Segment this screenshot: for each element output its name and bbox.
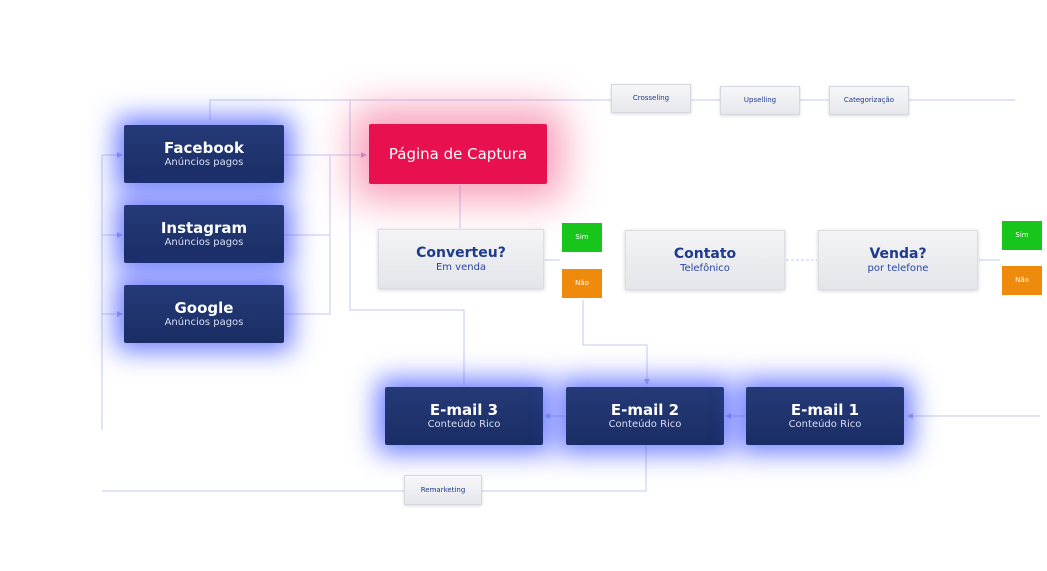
capture-page-node[interactable]: Página de Captura	[369, 124, 547, 184]
converted-node[interactable]: Converteu? Em venda	[378, 229, 544, 289]
crosselling-label: Crosseling	[632, 94, 670, 102]
converted-no-label: Não	[575, 279, 589, 287]
instagram-title: Instagram	[160, 218, 248, 237]
sale-no-badge[interactable]: Não	[1002, 266, 1042, 295]
email1-title: E-mail 1	[790, 400, 860, 419]
converted-no-badge[interactable]: Não	[562, 269, 602, 298]
contact-subtitle: Telefônico	[680, 262, 730, 274]
sale-yes-badge[interactable]: Sim	[1002, 221, 1042, 250]
sale-yes-label: Sim	[1015, 231, 1029, 239]
email3-subtitle: Conteúdo Rico	[427, 418, 501, 430]
google-node[interactable]: Google Anúncios pagos	[124, 285, 284, 343]
instagram-subtitle: Anúncios pagos	[164, 236, 244, 248]
upselling-tag[interactable]: Upselling	[720, 86, 800, 115]
google-subtitle: Anúncios pagos	[164, 316, 244, 328]
email1-subtitle: Conteúdo Rico	[788, 418, 862, 430]
contact-title: Contato	[673, 245, 737, 262]
facebook-node[interactable]: Facebook Anúncios pagos	[124, 125, 284, 183]
sale-title: Venda?	[869, 245, 927, 262]
email1-node[interactable]: E-mail 1 Conteúdo Rico	[746, 387, 904, 445]
email2-node[interactable]: E-mail 2 Conteúdo Rico	[566, 387, 724, 445]
converted-title: Converteu?	[416, 244, 506, 261]
sale-subtitle: por telefone	[867, 262, 929, 274]
capture-page-title: Página de Captura	[388, 145, 528, 163]
google-title: Google	[174, 298, 234, 317]
upselling-label: Upselling	[743, 96, 777, 104]
categorization-tag[interactable]: Categorização	[829, 86, 909, 115]
categorization-label: Categorização	[843, 96, 895, 104]
sale-node[interactable]: Venda? por telefone	[818, 230, 978, 290]
email3-node[interactable]: E-mail 3 Conteúdo Rico	[385, 387, 543, 445]
remarketing-tag[interactable]: Remarketing	[404, 475, 482, 505]
email2-title: E-mail 2	[610, 400, 680, 419]
converted-yes-badge[interactable]: Sim	[562, 223, 602, 252]
instagram-node[interactable]: Instagram Anúncios pagos	[124, 205, 284, 263]
sale-no-label: Não	[1015, 276, 1029, 284]
remarketing-label: Remarketing	[420, 485, 466, 494]
facebook-subtitle: Anúncios pagos	[164, 156, 244, 168]
email2-subtitle: Conteúdo Rico	[608, 418, 682, 430]
crosselling-tag[interactable]: Crosseling	[611, 84, 691, 113]
converted-yes-label: Sim	[575, 233, 589, 241]
contact-node[interactable]: Contato Telefônico	[625, 230, 785, 290]
facebook-title: Facebook	[164, 138, 244, 157]
converted-subtitle: Em venda	[435, 261, 487, 273]
email3-title: E-mail 3	[429, 400, 499, 419]
